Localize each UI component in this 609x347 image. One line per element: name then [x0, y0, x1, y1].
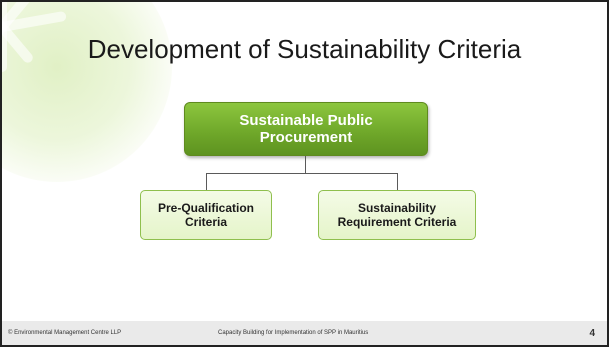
child-node-line2: Requirement Criteria: [337, 215, 457, 229]
child-node-line2: Criteria: [184, 215, 228, 229]
lime-slice-decoration: [2, 2, 172, 182]
footer-bar: © Environmental Management Centre LLP Ca…: [2, 321, 607, 345]
connector-horizontal: [206, 173, 397, 174]
root-node-line1: Sustainable Public: [239, 112, 373, 129]
root-node-line2: Procurement: [259, 129, 353, 146]
child-node-line1: Sustainability: [357, 201, 436, 215]
child-node-sustainability-requirement-criteria: Sustainability Requirement Criteria: [318, 190, 476, 240]
child-node-line1: Pre-Qualification: [157, 201, 255, 215]
connector-vertical-root: [305, 156, 306, 173]
slide-title: Development of Sustainability Criteria: [87, 34, 522, 64]
child-node-pre-qualification-criteria: Pre-Qualification Criteria: [140, 190, 272, 240]
footer-copyright: © Environmental Management Centre LLP: [8, 330, 122, 336]
connector-vertical-left: [206, 173, 207, 190]
footer-course-title: Capacity Building for Implementation of …: [218, 330, 369, 336]
connector-vertical-right: [397, 173, 398, 190]
page-number: 4: [589, 328, 595, 339]
root-node-sustainable-public-procurement: Sustainable Public Procurement: [184, 102, 428, 156]
